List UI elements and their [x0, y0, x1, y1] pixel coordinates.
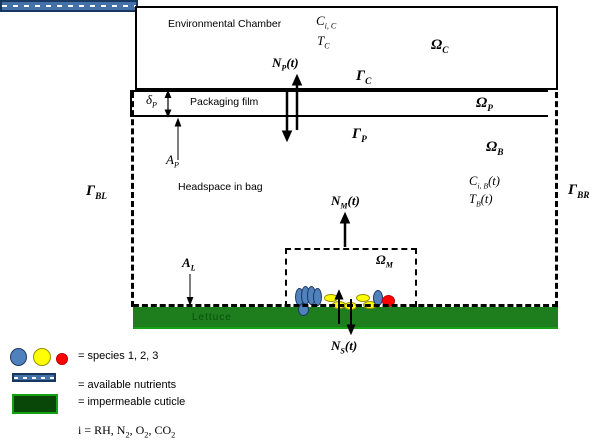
label-t-c: TC [317, 33, 330, 51]
bag-left-boundary-dashed [131, 92, 134, 307]
species-index-definition: i = RH, N2, O2, CO2 [78, 423, 176, 440]
label-t-b: TB(t) [469, 192, 493, 209]
label-omega-c: ΩC [431, 37, 449, 56]
legend-nutrients-icon [12, 373, 56, 382]
legend-species3-icon [56, 353, 68, 365]
label-n-m: NM(t) [331, 193, 360, 211]
label-gamma-p: ΓP [352, 126, 367, 145]
legend-species2-icon [33, 348, 51, 366]
label-n-p: NP(t) [272, 55, 299, 73]
environmental-chamber-box [135, 6, 558, 90]
label-omega-m: ΩM [376, 252, 393, 270]
microbial-domain-dashed-box [285, 248, 417, 307]
label-gamma-c: ΓC [356, 68, 372, 87]
packaging-film-strip [130, 90, 548, 117]
label-c-ib: Ci, B(t) [469, 174, 500, 191]
lettuce-cuticle-bar [133, 307, 558, 329]
label-gamma-bl: ΓBL [86, 183, 107, 202]
label-a-p: AP [166, 152, 179, 170]
species1-cell [298, 303, 309, 316]
label-delta-p: δP [146, 92, 157, 110]
legend-cuticle-label: = impermeable cuticle [78, 396, 186, 408]
nm-up-arrow [339, 211, 351, 247]
species2-cell [356, 294, 370, 302]
label-omega-b: ΩB [486, 139, 504, 158]
al-pointer-arrow [186, 274, 194, 306]
legend-cuticle-icon [12, 394, 58, 414]
lettuce-label: Lettuce [192, 312, 232, 323]
environmental-chamber-label: Environmental Chamber [168, 18, 282, 30]
headspace-label: Headspace in bag [178, 181, 263, 193]
label-n-s: NS(t) [331, 338, 358, 356]
label-c-ic: Ci, C [316, 13, 337, 31]
legend-nutrients-label: = available nutrients [78, 379, 177, 391]
label-a-l: AL [182, 255, 196, 273]
packaging-film-label: Packaging film [190, 96, 259, 108]
legend-species1-icon [10, 348, 27, 366]
label-omega-p: ΩP [476, 95, 493, 114]
label-gamma-br: ΓBR [568, 182, 590, 201]
bag-right-boundary-dashed [555, 92, 558, 307]
lettuce-surface-dashed-line [133, 304, 558, 307]
available-nutrients-bar [0, 0, 138, 12]
legend-species-label: = species 1, 2, 3 [78, 350, 159, 362]
